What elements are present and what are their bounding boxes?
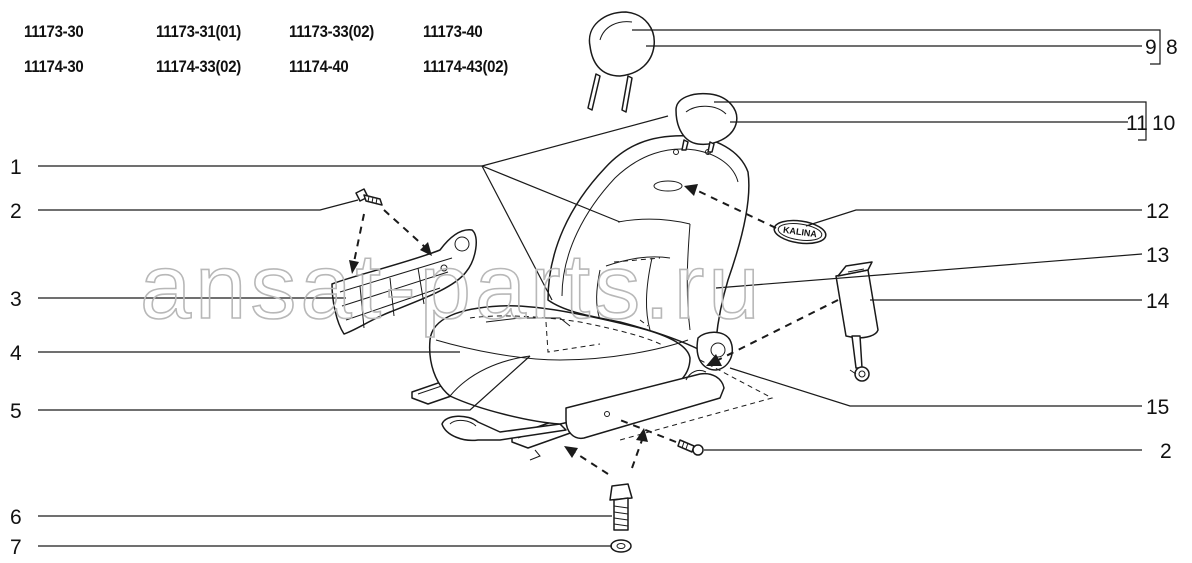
callout-number: 13 bbox=[1146, 244, 1169, 267]
screw bbox=[355, 188, 383, 206]
headrest bbox=[587, 11, 655, 113]
headrest-lower bbox=[675, 92, 738, 153]
callout-number: 7 bbox=[10, 536, 22, 559]
side-trim-panel bbox=[565, 331, 774, 441]
callout-number: 6 bbox=[10, 506, 22, 529]
callout-number: 3 bbox=[10, 288, 22, 311]
callout-number: 9 bbox=[1145, 36, 1157, 59]
model-code: 11173-33(02) bbox=[289, 22, 375, 41]
model-code: 11174-30 bbox=[24, 57, 84, 76]
model-code: 11174-33(02) bbox=[156, 57, 242, 76]
emblem-logo-text: KALINA bbox=[782, 225, 818, 240]
seat-belt-buckle bbox=[835, 261, 879, 382]
callout-number: 5 bbox=[10, 400, 22, 423]
callouts: 1 2 3 4 5 6 7 9 8 11 10 12 13 14 15 2 bbox=[10, 36, 1178, 559]
bolt bbox=[609, 483, 633, 531]
callout-number: 2 bbox=[1160, 440, 1172, 463]
leader-lines bbox=[38, 29, 1161, 547]
callout-number: 4 bbox=[10, 342, 22, 365]
callout-number: 15 bbox=[1146, 396, 1169, 419]
kalina-emblem: KALINA bbox=[773, 219, 827, 245]
callout-number: 14 bbox=[1146, 290, 1170, 313]
seat-adjust-handle bbox=[441, 415, 567, 442]
model-code: 11173-31(01) bbox=[156, 22, 242, 41]
washer bbox=[610, 539, 632, 553]
callout-number: 1 bbox=[10, 156, 22, 179]
callout-number: 11 bbox=[1126, 112, 1148, 135]
assembly-lines bbox=[349, 184, 839, 475]
callout-number: 12 bbox=[1146, 200, 1169, 223]
model-code: 11173-40 bbox=[423, 22, 483, 41]
model-code: 11174-40 bbox=[289, 57, 349, 76]
watermark: ansat-parts.ru bbox=[140, 236, 764, 338]
model-code: 11174-43(02) bbox=[423, 57, 509, 76]
callout-number: 2 bbox=[10, 200, 22, 223]
screw bbox=[677, 439, 704, 456]
model-code: 11173-30 bbox=[24, 22, 84, 41]
callout-number: 10 bbox=[1152, 112, 1175, 135]
callout-number: 8 bbox=[1166, 36, 1178, 59]
